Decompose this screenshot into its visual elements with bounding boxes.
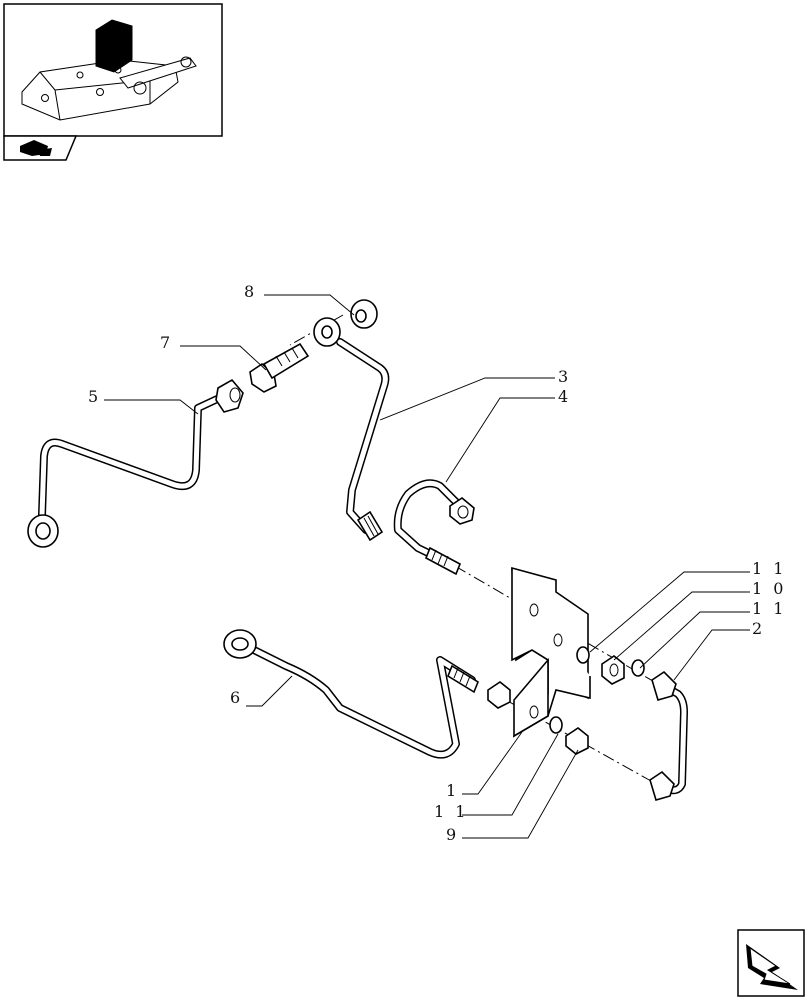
label-6: 6 [230, 688, 243, 707]
label-9: 9 [446, 825, 459, 844]
label-2: 2 [752, 619, 765, 638]
assembly-thumbnail-icon[interactable] [3, 3, 223, 137]
label-11-bottom: 1 1 [434, 802, 468, 821]
label-4: 4 [558, 387, 571, 406]
label-7: 7 [160, 333, 173, 352]
label-10: 1 0 [752, 579, 786, 598]
label-3: 3 [558, 367, 571, 386]
bracket-part [511, 566, 591, 738]
label-8: 8 [244, 282, 257, 301]
label-11-middle: 1 1 [752, 599, 786, 618]
catalog-book-icon [3, 135, 78, 161]
label-1: 1 [446, 781, 459, 800]
label-11-top: 1 1 [752, 559, 786, 578]
next-page-arrow-icon[interactable] [737, 929, 805, 997]
label-5: 5 [88, 387, 101, 406]
